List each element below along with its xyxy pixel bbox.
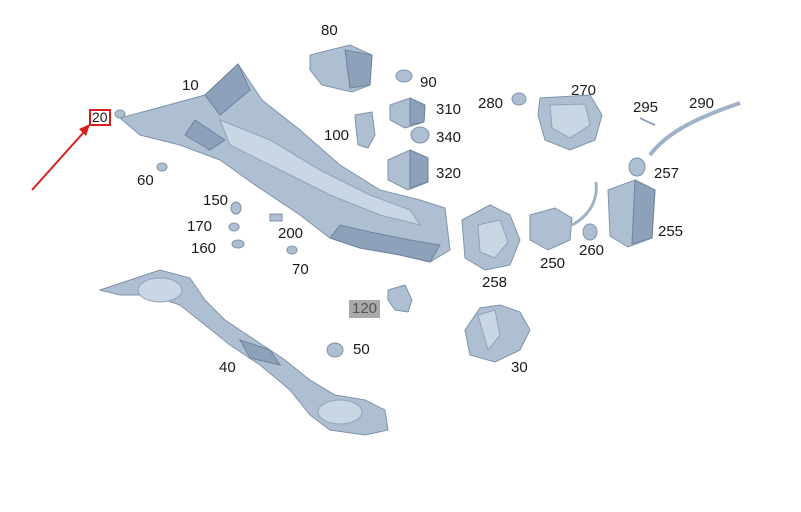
label-257[interactable]: 257 (654, 165, 680, 182)
fastener-70-part[interactable] (286, 245, 298, 255)
hose-290-part[interactable] (648, 101, 741, 157)
unit-250-part[interactable] (529, 181, 598, 251)
label-250[interactable]: 250 (540, 255, 566, 272)
reservoir-255-part[interactable] (607, 179, 656, 248)
cowl-panel-part[interactable] (118, 63, 451, 263)
label-258[interactable]: 258 (482, 274, 508, 291)
label-40[interactable]: 40 (219, 359, 236, 376)
bracket-100-part[interactable] (354, 111, 376, 149)
cross-member-part[interactable] (98, 269, 389, 436)
label-90[interactable]: 90 (420, 74, 437, 91)
label-60[interactable]: 60 (137, 172, 154, 189)
grommet-340-part[interactable] (410, 126, 430, 144)
label-150[interactable]: 150 (203, 192, 229, 209)
clip-90-part[interactable] (395, 69, 413, 83)
fastener-200-part[interactable] (269, 213, 283, 222)
label-260[interactable]: 260 (579, 242, 605, 259)
label-70[interactable]: 70 (292, 261, 309, 278)
label-200[interactable]: 200 (278, 225, 304, 242)
fastener-150-part[interactable] (230, 201, 242, 215)
label-295[interactable]: 295 (633, 99, 659, 116)
part-260[interactable] (582, 223, 598, 241)
label-170[interactable]: 170 (187, 218, 213, 235)
cover-270-part[interactable] (537, 94, 603, 151)
label-80[interactable]: 80 (321, 22, 338, 39)
fastener-160-part[interactable] (231, 239, 245, 249)
unit-320-part[interactable] (387, 149, 429, 191)
cap-280-part[interactable] (511, 92, 527, 106)
label-310[interactable]: 310 (436, 101, 462, 118)
pump-258-part[interactable] (461, 204, 521, 271)
label-320[interactable]: 320 (436, 165, 462, 182)
label-340[interactable]: 340 (436, 129, 462, 146)
housing-30-part[interactable] (464, 304, 531, 363)
label-290[interactable]: 290 (689, 95, 715, 112)
fastener-170-part[interactable] (228, 222, 240, 232)
label-280[interactable]: 280 (478, 95, 504, 112)
label-255[interactable]: 255 (658, 223, 684, 240)
clip-295-part[interactable] (639, 117, 656, 126)
label-160[interactable]: 160 (191, 240, 217, 257)
label-100[interactable]: 100 (324, 127, 350, 144)
bracket-120-part[interactable] (387, 284, 413, 313)
air-box-part[interactable] (309, 44, 373, 93)
label-50[interactable]: 50 (353, 341, 370, 358)
label-10[interactable]: 10 (182, 77, 199, 94)
label-120[interactable]: 120 (349, 300, 381, 318)
fastener-20-part[interactable] (114, 109, 126, 119)
valve-257-part[interactable] (628, 157, 646, 177)
module-310-part[interactable] (389, 97, 426, 129)
label-270[interactable]: 270 (571, 82, 597, 99)
label-30[interactable]: 30 (511, 359, 528, 376)
fastener-60-part[interactable] (156, 162, 168, 172)
nut-50-part[interactable] (326, 342, 344, 358)
pointer-arrow-icon (31, 124, 90, 191)
label-20-highlighted[interactable]: 20 (89, 109, 111, 126)
